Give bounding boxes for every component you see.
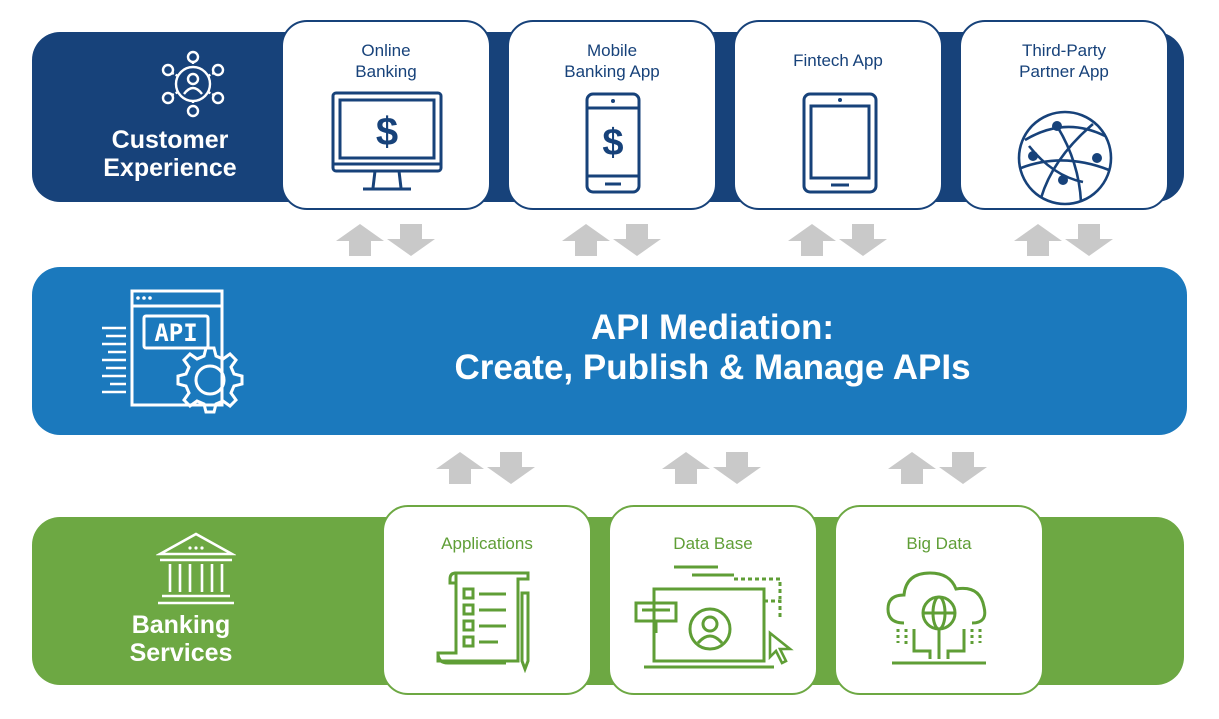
service-card-big-data: Big Data [834,505,1044,695]
api-icon-text: API [154,319,197,347]
up-down-arrows-icon [662,452,761,484]
bank-building-icon [156,532,236,605]
cloud-globe-icon [886,571,987,665]
banking-services-label: Banking Services [129,611,233,667]
service-title: Applications [441,534,533,553]
api-mediation-title: API Mediation: Create, Publish & Manage … [454,308,971,387]
api-mediation-band [32,267,1187,435]
tablet-icon [802,92,878,194]
up-down-arrows-icon [436,452,535,484]
mobile-dollar-icon: $ [585,92,641,194]
customer-experience-label: Customer Experience [103,126,237,182]
service-title: Data Base [673,534,753,553]
channel-title: Third-Party Partner App [1019,41,1109,81]
desktop-dollar-icon: $ [331,91,443,191]
up-down-arrows-icon [788,224,887,256]
channel-card-online-banking: Online Banking $ [281,20,491,210]
up-down-arrows-icon [1014,224,1113,256]
database-screen-icon [634,565,794,669]
up-down-arrows-icon [888,452,987,484]
svg-text:$: $ [602,122,623,164]
channel-card-fintech-app: Fintech App [733,20,943,210]
document-checklist-icon [436,571,530,673]
channel-card-mobile-banking: Mobile Banking App $ [507,20,717,210]
service-title: Big Data [906,534,972,553]
channel-title: Online Banking [355,41,417,81]
service-card-applications: Applications [382,505,592,695]
channel-title: Mobile Banking App [564,41,660,81]
up-down-arrows-icon [336,224,435,256]
channel-card-third-party-partner: Third-Party Partner App [959,20,1169,210]
service-card-database: Data Base [608,505,818,695]
up-down-arrows-icon [562,224,661,256]
globe-network-icon [1017,110,1113,206]
channel-title: Fintech App [793,51,883,70]
network-user-icon [161,50,225,118]
api-gear-icon: API [102,289,244,414]
svg-text:$: $ [376,110,398,154]
